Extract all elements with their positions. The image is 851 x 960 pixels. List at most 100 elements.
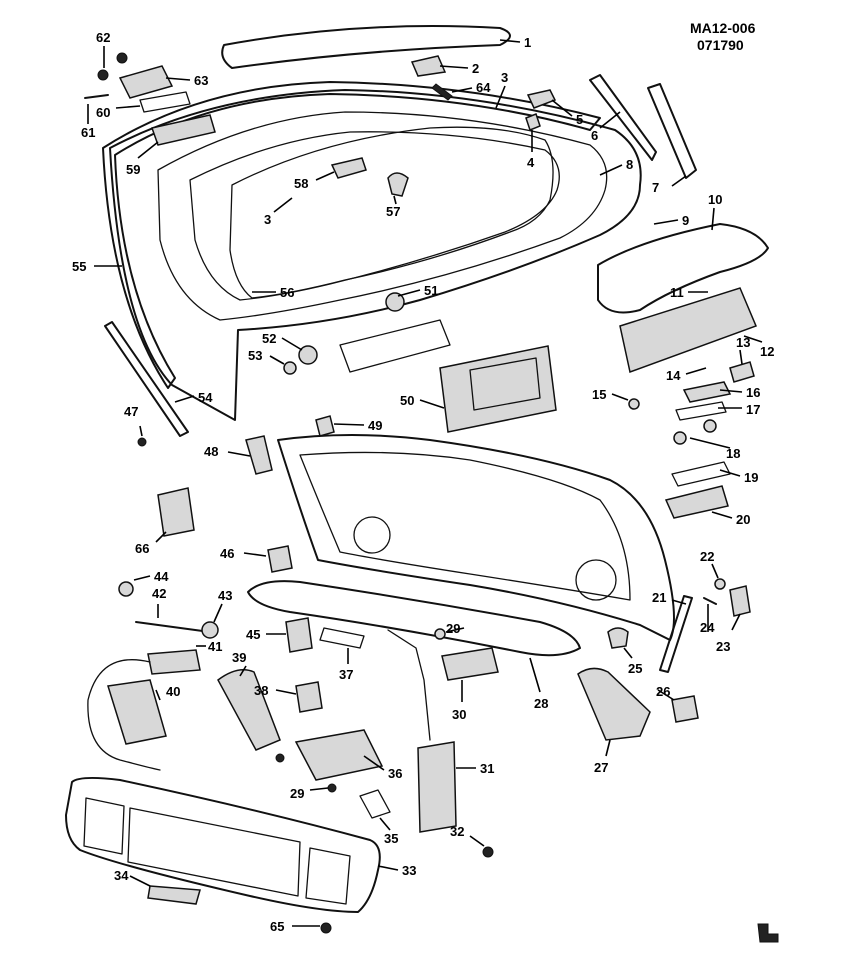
callout-label: 21: [652, 590, 666, 605]
callout-label: 9: [682, 213, 689, 228]
callout-label: 23: [716, 639, 730, 654]
callout-label: 31: [480, 761, 494, 776]
part-nut: [118, 581, 134, 597]
callout-leader: [529, 657, 541, 693]
callout-leader: [397, 289, 421, 297]
callout-label: 27: [594, 760, 608, 775]
callout-label: 43: [218, 588, 232, 603]
part-nut: [283, 361, 297, 375]
part-trim-window: [83, 797, 125, 855]
callout-leader: [719, 389, 743, 393]
part-nut: [97, 69, 109, 81]
part-trim-window: [127, 807, 301, 897]
callout-leader: [133, 575, 151, 581]
callout-leader: [227, 451, 251, 457]
part-clip: [671, 695, 699, 723]
part-washer: [673, 431, 687, 445]
callout-leader: [333, 423, 365, 426]
callout-label: 6: [591, 128, 598, 143]
callout-label: 48: [204, 444, 218, 459]
part-striker: [330, 157, 367, 179]
callout-label: 52: [262, 331, 276, 346]
callout-leader: [611, 393, 629, 401]
part-bolt: [482, 846, 494, 858]
part-hatch-inner: [157, 111, 608, 321]
callout-label: 29: [446, 621, 460, 636]
callout-leader: [115, 105, 141, 109]
part-weatherstrip: [102, 81, 601, 389]
callout-leader: [731, 613, 741, 631]
part-clip: [525, 113, 541, 131]
callout-leader: [711, 563, 719, 579]
callout-label: 29: [290, 786, 304, 801]
callout-label: 61: [81, 125, 95, 140]
callout-leader: [309, 787, 329, 791]
callout-leader: [499, 39, 521, 43]
callout-label: 19: [744, 470, 758, 485]
callout-label: 50: [400, 393, 414, 408]
callout-label: 2: [472, 61, 479, 76]
part-trim-window: [305, 847, 351, 905]
callout-label: 51: [424, 283, 438, 298]
callout-label: 4: [527, 155, 535, 170]
part-release-cable: [87, 659, 161, 771]
part-nut: [116, 52, 128, 64]
part-gas-strut: [659, 595, 693, 673]
part-tailgate-lower: [247, 580, 581, 657]
callout-label: 41: [208, 639, 222, 654]
callout-label: 40: [166, 684, 180, 699]
part-housing: [597, 223, 769, 314]
diagram-code: MA12-006: [690, 20, 756, 36]
callout-label: 15: [592, 387, 606, 402]
callout-label: 28: [534, 696, 548, 711]
callout-label: 30: [452, 707, 466, 722]
part-bolt: [431, 83, 453, 101]
callout-leader: [689, 437, 731, 449]
part-block: [664, 485, 729, 519]
callout-leader: [671, 175, 687, 187]
callout-label: 47: [124, 404, 138, 419]
callout-label: 34: [114, 868, 129, 883]
callout-leader: [393, 195, 397, 205]
part-lamp: [619, 287, 757, 373]
callout-label: 38: [254, 683, 268, 698]
callout-leader: [719, 469, 741, 477]
part-bracket: [285, 617, 313, 653]
callout-leader: [439, 65, 469, 69]
callout-label: 56: [280, 285, 294, 300]
part-license-lens: [469, 357, 541, 411]
part-screw: [275, 753, 285, 763]
part-clip: [315, 415, 335, 437]
callout-leader: [275, 689, 297, 695]
part-hinge: [151, 114, 216, 146]
part-plate: [139, 91, 191, 113]
callout-leader: [551, 99, 573, 117]
part-bracket: [295, 681, 323, 713]
callout-label: 62: [96, 30, 110, 45]
callout-label: 59: [126, 162, 140, 177]
callout-leader: [377, 865, 399, 871]
callout-label: 18: [726, 446, 740, 461]
part-bracket: [729, 585, 751, 617]
callout-label: 1: [524, 35, 531, 50]
part-bracket: [118, 65, 174, 99]
callout-label: 37: [339, 667, 353, 682]
callout-label: 66: [135, 541, 149, 556]
callout-leader: [281, 337, 303, 351]
part-rod: [387, 629, 431, 741]
callout-label: 11: [670, 285, 684, 300]
callout-label: 55: [72, 259, 86, 274]
callout-leader: [605, 739, 611, 757]
part-bulb: [729, 361, 755, 383]
part-wiper-blade: [647, 83, 697, 179]
callout-label: 58: [294, 176, 308, 191]
callout-label: 22: [700, 549, 714, 564]
callout-leader: [139, 425, 143, 437]
callouts: 1 2 3 64 5 6 4 8 7 62 63 60 61 59 58 57: [72, 30, 774, 934]
part-screw: [137, 437, 147, 447]
part-cover: [217, 669, 281, 751]
part-window-seal: [229, 126, 554, 299]
callout-leader: [315, 171, 335, 181]
part-bracket: [245, 435, 273, 475]
callout-label: 39: [232, 650, 246, 665]
